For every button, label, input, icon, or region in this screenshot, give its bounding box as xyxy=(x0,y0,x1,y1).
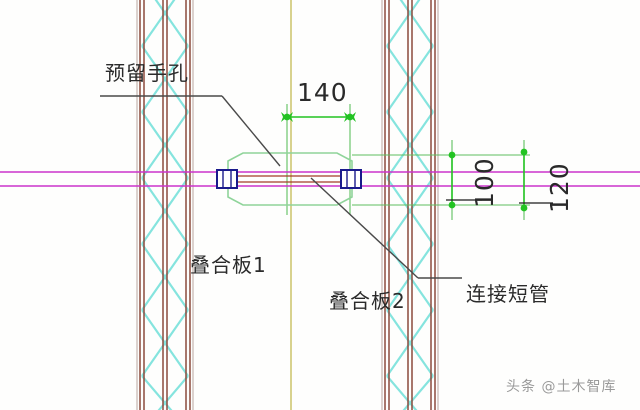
dim-120-vertical xyxy=(519,146,553,214)
watermark-attribution: 头条 @土木智库 xyxy=(506,379,617,395)
annotation-composite-slab-2: 叠合板2 xyxy=(329,289,406,313)
left-pipe-connector xyxy=(216,169,238,189)
annotation-composite-slab-1: 叠合板1 xyxy=(190,253,267,277)
dim-140-horizontal xyxy=(281,112,356,122)
annotation-reserved-handhole: 预留手孔 xyxy=(105,61,189,85)
left-composite-slab-band xyxy=(136,0,194,410)
horizontal-pipe-run xyxy=(0,171,640,187)
left-slab-edge-lines xyxy=(139,0,191,410)
leader-line-connecting-pipe xyxy=(310,177,462,279)
right-pipe-connector xyxy=(340,169,362,189)
dimension-text-100: 100 xyxy=(470,157,499,208)
left-truss-cyan-crosses xyxy=(141,0,189,410)
left-slab-outer-lines xyxy=(136,0,194,410)
dimension-text-140: 140 xyxy=(297,78,348,107)
dimension-text-120: 120 xyxy=(545,162,574,213)
leader-line-handhole xyxy=(100,95,281,167)
right-truss-cyan-crosses xyxy=(386,0,434,410)
annotation-connecting-short-pipe: 连接短管 xyxy=(466,282,550,306)
dim-100-vertical xyxy=(446,149,482,211)
reserved-handhole-outline xyxy=(227,152,353,206)
